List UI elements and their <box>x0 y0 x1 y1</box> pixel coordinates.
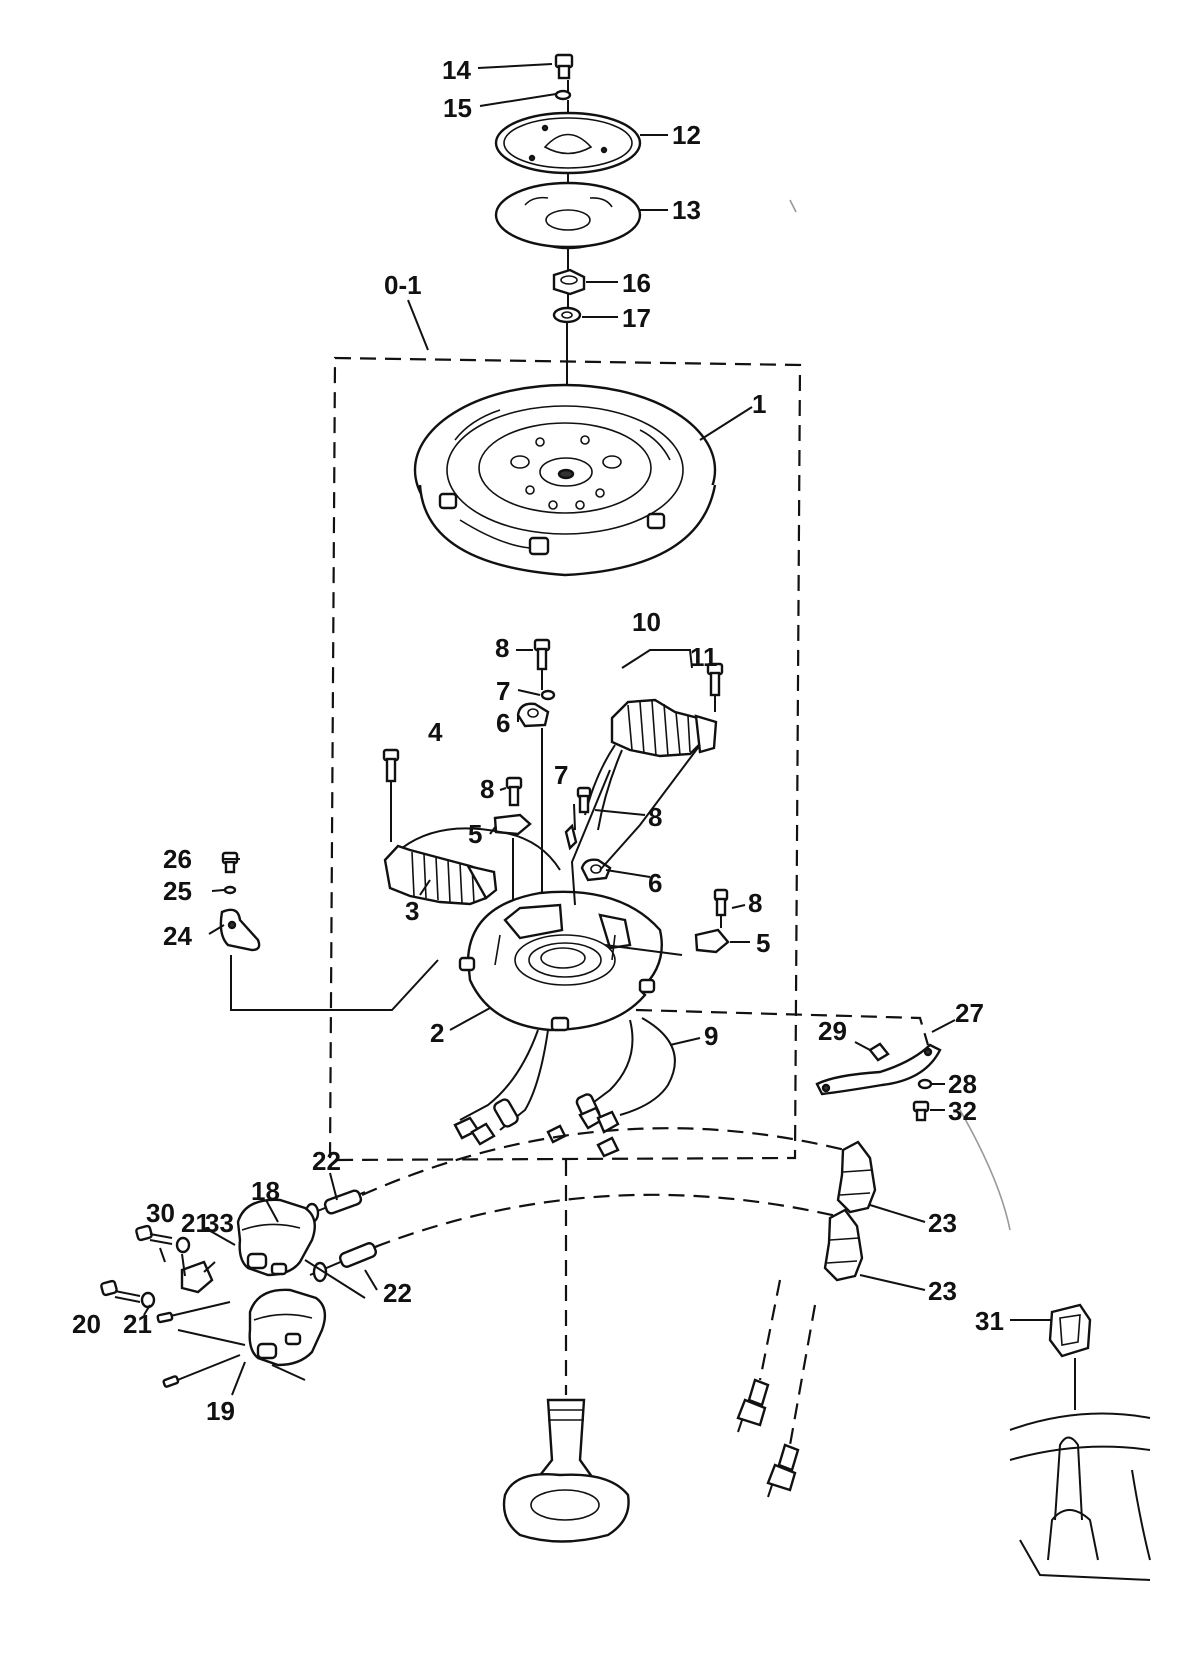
callout-32: 32 <box>948 1096 977 1126</box>
crankshaft-end <box>502 1398 630 1543</box>
callout-18: 18 <box>251 1176 280 1206</box>
washer-28 <box>917 1078 933 1090</box>
lock-washer-15 <box>554 89 572 101</box>
callout-6-top: 6 <box>496 708 510 738</box>
washer-25 <box>223 885 237 895</box>
callout-19: 19 <box>206 1396 235 1426</box>
lever-27 <box>815 1043 942 1096</box>
callout-16: 16 <box>622 268 651 298</box>
callout-20: 20 <box>72 1309 101 1339</box>
bolt-20 <box>100 1279 141 1303</box>
ignition-coil-18 <box>236 1198 316 1277</box>
washer-21-upper <box>175 1236 191 1254</box>
cap-screw-14 <box>554 53 574 80</box>
washer-7-middle <box>564 823 578 851</box>
callout-3: 3 <box>405 896 419 926</box>
callout-24: 24 <box>163 921 192 951</box>
nut-16 <box>552 268 586 296</box>
bolt-30 <box>135 1224 173 1245</box>
screw-8-middle <box>505 776 523 807</box>
plate-12 <box>494 111 642 175</box>
screw-32 <box>912 1100 930 1122</box>
callout-13: 13 <box>672 195 701 225</box>
callout-0-1: 0-1 <box>384 270 422 300</box>
callout-11: 11 <box>690 642 718 672</box>
washer-17 <box>552 306 582 324</box>
leader-lines <box>143 63 1052 1396</box>
callout-25: 25 <box>163 876 192 906</box>
callout-7-middle: 7 <box>554 760 568 790</box>
spark-plug-upper <box>736 1378 770 1433</box>
callout-8-middle: 8 <box>480 774 494 804</box>
callout-21-upper: 21 <box>181 1208 210 1238</box>
callout-1: 1 <box>752 389 766 419</box>
plug-cap-23-upper <box>836 1140 877 1214</box>
plate-13 <box>494 181 642 250</box>
washer-21-lower <box>140 1291 156 1309</box>
callout-23-lower: 23 <box>928 1276 957 1306</box>
screw-8-lower-right <box>713 888 729 917</box>
callout-14: 14 <box>442 55 471 85</box>
callout-17: 17 <box>622 303 651 333</box>
callout-29: 29 <box>818 1016 847 1046</box>
callout-5-right: 5 <box>756 928 770 958</box>
callout-31: 31 <box>975 1306 1004 1336</box>
callout-22-lower: 22 <box>383 1278 412 1308</box>
bracket-33 <box>180 1260 214 1294</box>
clamp-6-top <box>516 702 550 728</box>
callout-15: 15 <box>443 93 472 123</box>
callout-7-top: 7 <box>496 676 510 706</box>
callout-8-right: 8 <box>648 802 662 832</box>
assembly-boundary-0-1 <box>328 356 802 1162</box>
grommet-31 <box>1048 1303 1092 1358</box>
stator-plate-1 <box>413 383 717 577</box>
plug-cap-23-lower <box>823 1208 864 1282</box>
screw-26 <box>221 851 239 874</box>
coil-10 <box>584 698 718 831</box>
callout-23-upper: 23 <box>928 1208 957 1238</box>
coil-3 <box>383 827 561 906</box>
ignition-coil-19 <box>248 1288 327 1367</box>
cowl-detail <box>1009 1412 1151 1581</box>
washer-7-top <box>540 689 556 701</box>
callout-9: 9 <box>704 1021 718 1051</box>
callout-22-upper: 22 <box>312 1146 341 1176</box>
clip-29 <box>868 1042 890 1062</box>
callout-8-lower-right: 8 <box>748 888 762 918</box>
screw-4 <box>382 748 400 783</box>
callout-21-lower: 21 <box>123 1309 152 1339</box>
callout-6-middle: 6 <box>648 868 662 898</box>
callout-10: 10 <box>632 607 661 637</box>
callout-labels: 14 15 12 13 16 17 0-1 1 10 11 8 7 6 4 8 … <box>72 55 1004 1426</box>
callout-5-left: 5 <box>468 819 482 849</box>
callout-4: 4 <box>428 717 443 747</box>
callout-2: 2 <box>430 1018 444 1048</box>
clip-5-left <box>493 813 532 836</box>
callout-27: 27 <box>955 998 984 1028</box>
bracket-24 <box>219 908 261 952</box>
screw-8-right <box>576 786 592 814</box>
callout-12: 12 <box>672 120 701 150</box>
screw-11 <box>706 662 724 697</box>
callout-33: 33 <box>205 1208 234 1238</box>
callout-30: 30 <box>146 1198 175 1228</box>
callout-28: 28 <box>948 1069 977 1099</box>
stator-base-2 <box>458 890 663 1032</box>
spark-plug-lower <box>766 1443 800 1498</box>
screw-8-top <box>533 638 551 671</box>
callout-26: 26 <box>163 844 192 874</box>
callout-8-top: 8 <box>495 633 509 663</box>
clip-5-right <box>694 928 730 954</box>
